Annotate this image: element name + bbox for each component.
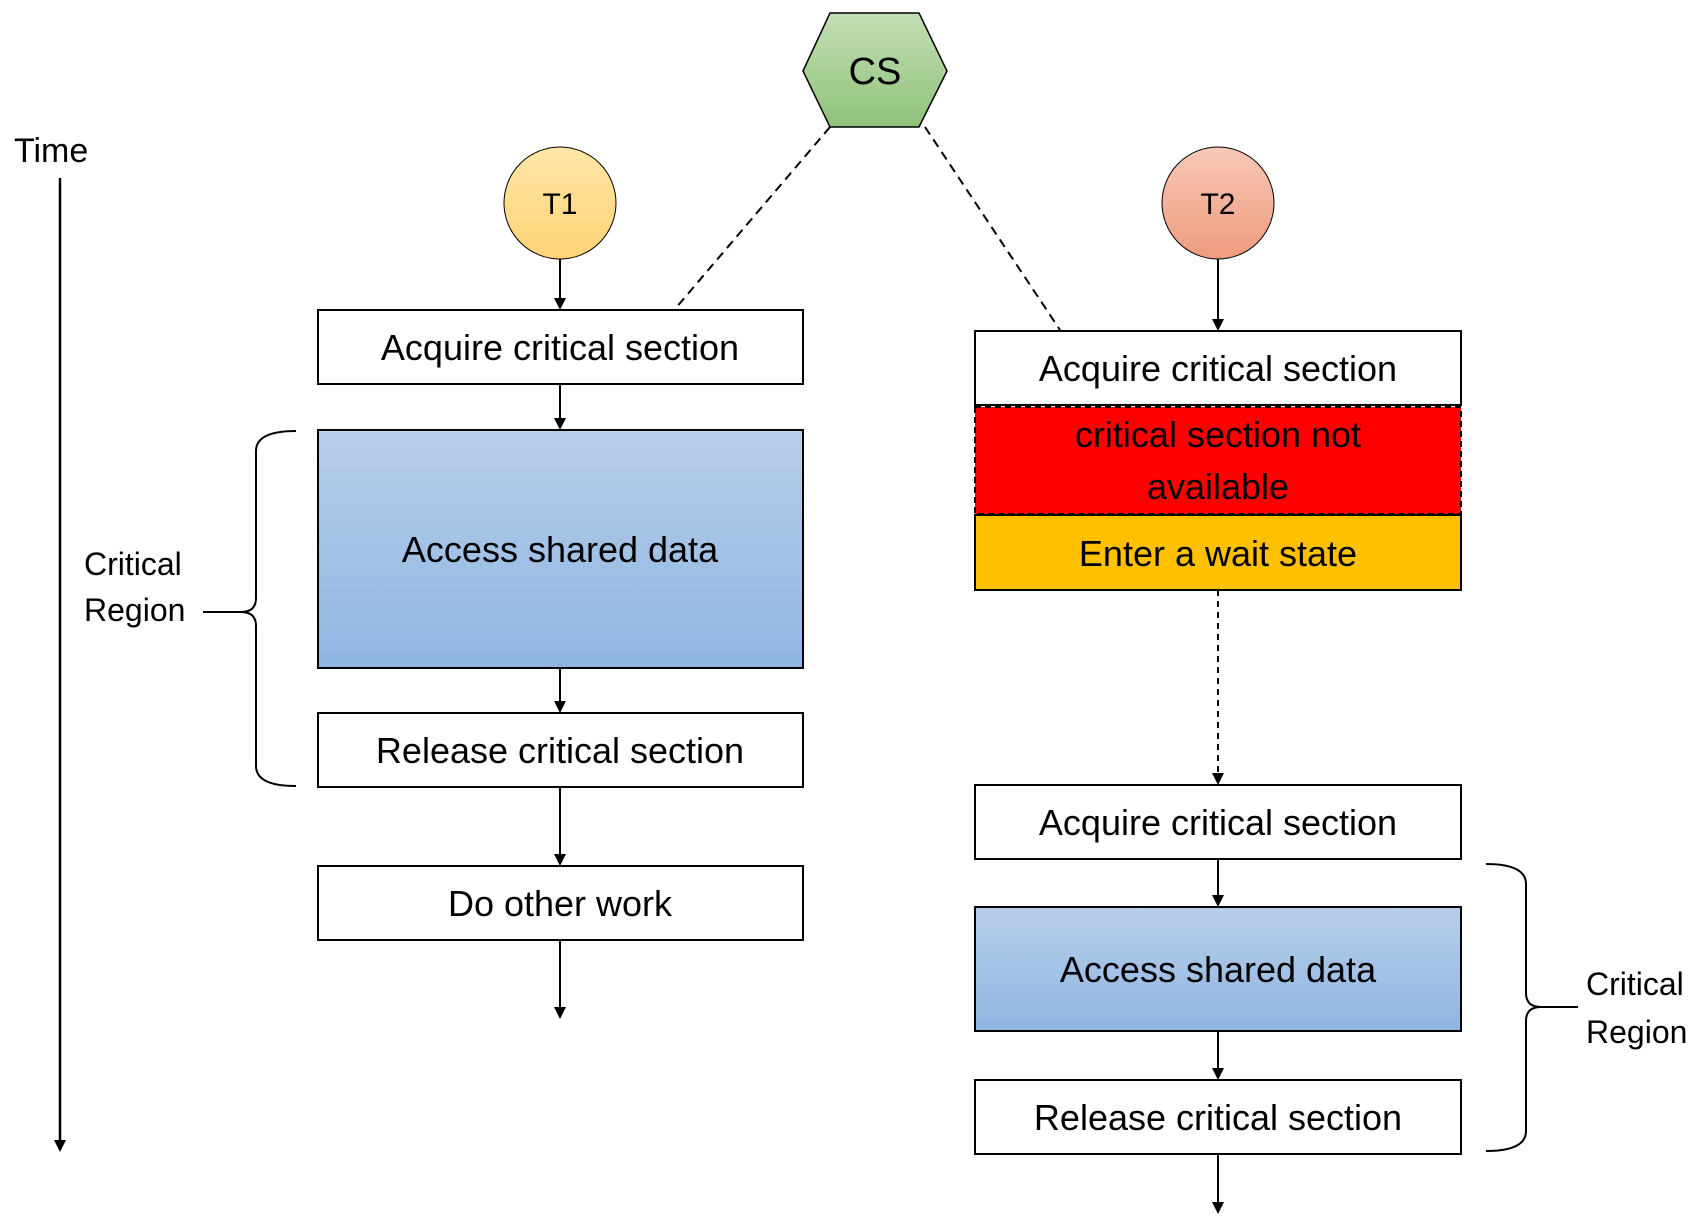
t2-wait-state-box: [974, 514, 1462, 591]
t1-access-box: [317, 429, 804, 669]
t1-label: T1: [542, 188, 577, 221]
t2-acquire-box: [974, 330, 1462, 406]
t2-not-available-box: [974, 406, 1462, 515]
t1-release-label: Release critical section: [376, 730, 744, 771]
t2-not-available-label-line1: critical section not: [1075, 414, 1361, 455]
t2-label: T2: [1200, 188, 1235, 221]
time-axis-label: Time: [14, 132, 88, 170]
t2-acquire-again-label: Acquire critical section: [1039, 802, 1397, 843]
t2-acquire-label: Acquire critical section: [1039, 348, 1397, 389]
t1-other-work-box: [317, 865, 804, 941]
t2-critical-region-label-line1: Critical: [1586, 966, 1684, 1002]
t1-access-label: Access shared data: [402, 529, 719, 570]
t2-wait-state-label: Enter a wait state: [1079, 533, 1357, 574]
t1-critical-region-label-line1: Critical: [84, 546, 182, 582]
t1-critical-region-brace: [240, 430, 297, 787]
t2-release-box: [974, 1079, 1462, 1155]
cs-link-t2: [924, 126, 1061, 331]
t2-acquire-again-box: [974, 784, 1462, 860]
t2-critical-region-brace: [1485, 863, 1542, 1152]
t2-release-label: Release critical section: [1034, 1097, 1402, 1138]
cs-link-t1: [674, 126, 831, 310]
t2-access-label: Access shared data: [1060, 949, 1377, 990]
t2-not-available-label-line2: available: [1147, 466, 1289, 507]
t2-access-box: [974, 906, 1462, 1032]
cs-label: CS: [849, 51, 902, 93]
t1-acquire-box: [317, 309, 804, 385]
t1-critical-region-label-line2: Region: [84, 592, 185, 628]
t1-other-work-label: Do other work: [448, 883, 673, 924]
t1-release-box: [317, 712, 804, 788]
t1-acquire-label: Acquire critical section: [381, 327, 739, 368]
t2-critical-region-label-line2: Region: [1586, 1014, 1687, 1050]
